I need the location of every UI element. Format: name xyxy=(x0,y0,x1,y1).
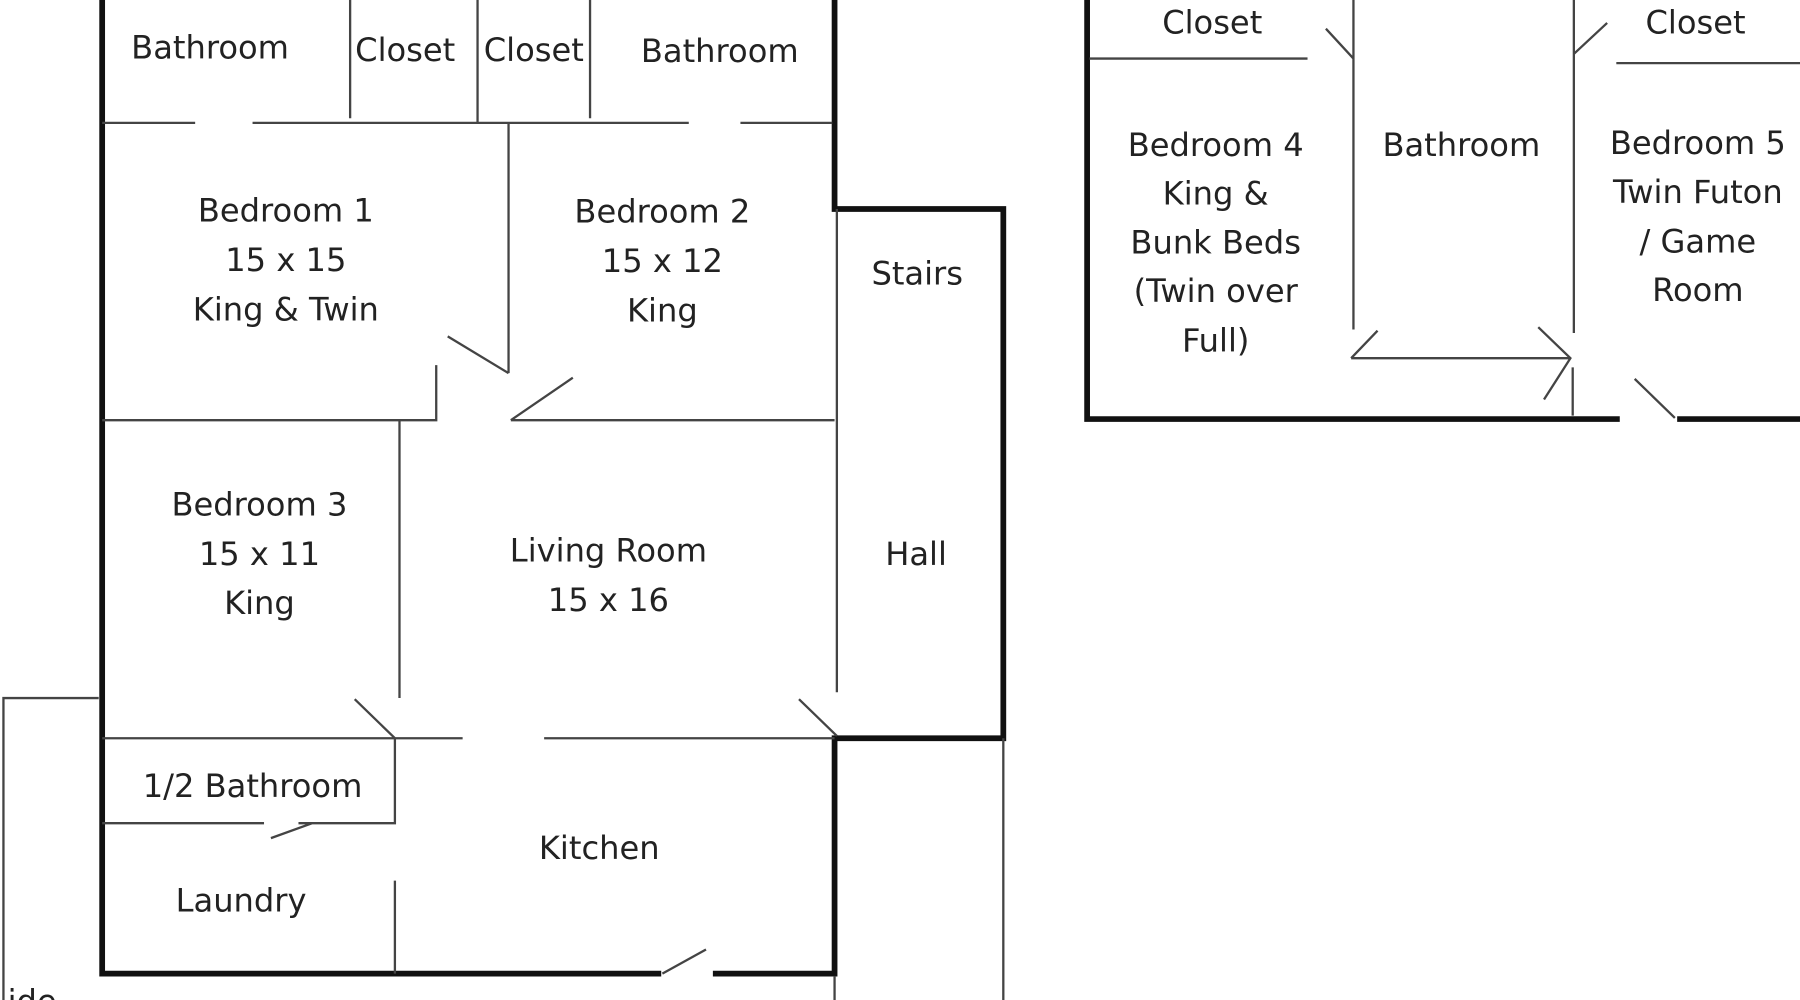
room-beds: King & Twin xyxy=(193,290,379,328)
room-label-living-room: Living Room xyxy=(510,531,707,569)
room-label-bedroom-5: Bedroom 5 xyxy=(1610,124,1786,162)
outer-walls xyxy=(99,0,1800,977)
room-beds: / Game xyxy=(1639,223,1756,261)
room-size: 15 x 11 xyxy=(199,535,320,573)
room-label-bedroom-4: Bedroom 4 xyxy=(1128,126,1304,164)
room-label-bathroom: Bathroom xyxy=(131,29,289,67)
room-label-hall: Hall xyxy=(885,535,947,573)
room-label-half-bath: 1/2 Bathroom xyxy=(143,767,363,805)
room-size: 15 x 15 xyxy=(225,241,346,279)
room-beds: King xyxy=(627,291,698,329)
room-label-closet: Closet xyxy=(355,31,455,69)
room-label-bedroom-1: Bedroom 1 xyxy=(198,192,374,230)
room-beds: King xyxy=(224,584,295,622)
room-beds: (Twin over xyxy=(1134,272,1299,310)
room-beds: Twin Futon xyxy=(1612,173,1783,211)
room-beds: Full) xyxy=(1182,321,1249,359)
room-label-bedroom-3: Bedroom 3 xyxy=(171,485,347,523)
room-label-bathroom: Bathroom xyxy=(641,32,799,70)
room-label-kitchen: Kitchen xyxy=(539,829,660,867)
room-beds: Room xyxy=(1652,271,1743,309)
room-label-bedroom-2: Bedroom 2 xyxy=(574,193,750,231)
room-label-closet: Closet xyxy=(484,31,584,69)
room-label-closet: Closet xyxy=(1162,3,1262,41)
room-label-stairs: Stairs xyxy=(871,255,963,293)
room-size: 15 x 16 xyxy=(548,581,669,619)
room-label-laundry: Laundry xyxy=(176,882,307,920)
room-label-bathroom: Bathroom xyxy=(1382,126,1540,164)
cut-off-label: ide xyxy=(8,983,57,1000)
room-label-closet: Closet xyxy=(1645,3,1745,41)
room-size: 15 x 12 xyxy=(602,242,723,280)
room-beds: King & xyxy=(1163,174,1269,212)
room-beds: Bunk Beds xyxy=(1130,224,1301,262)
